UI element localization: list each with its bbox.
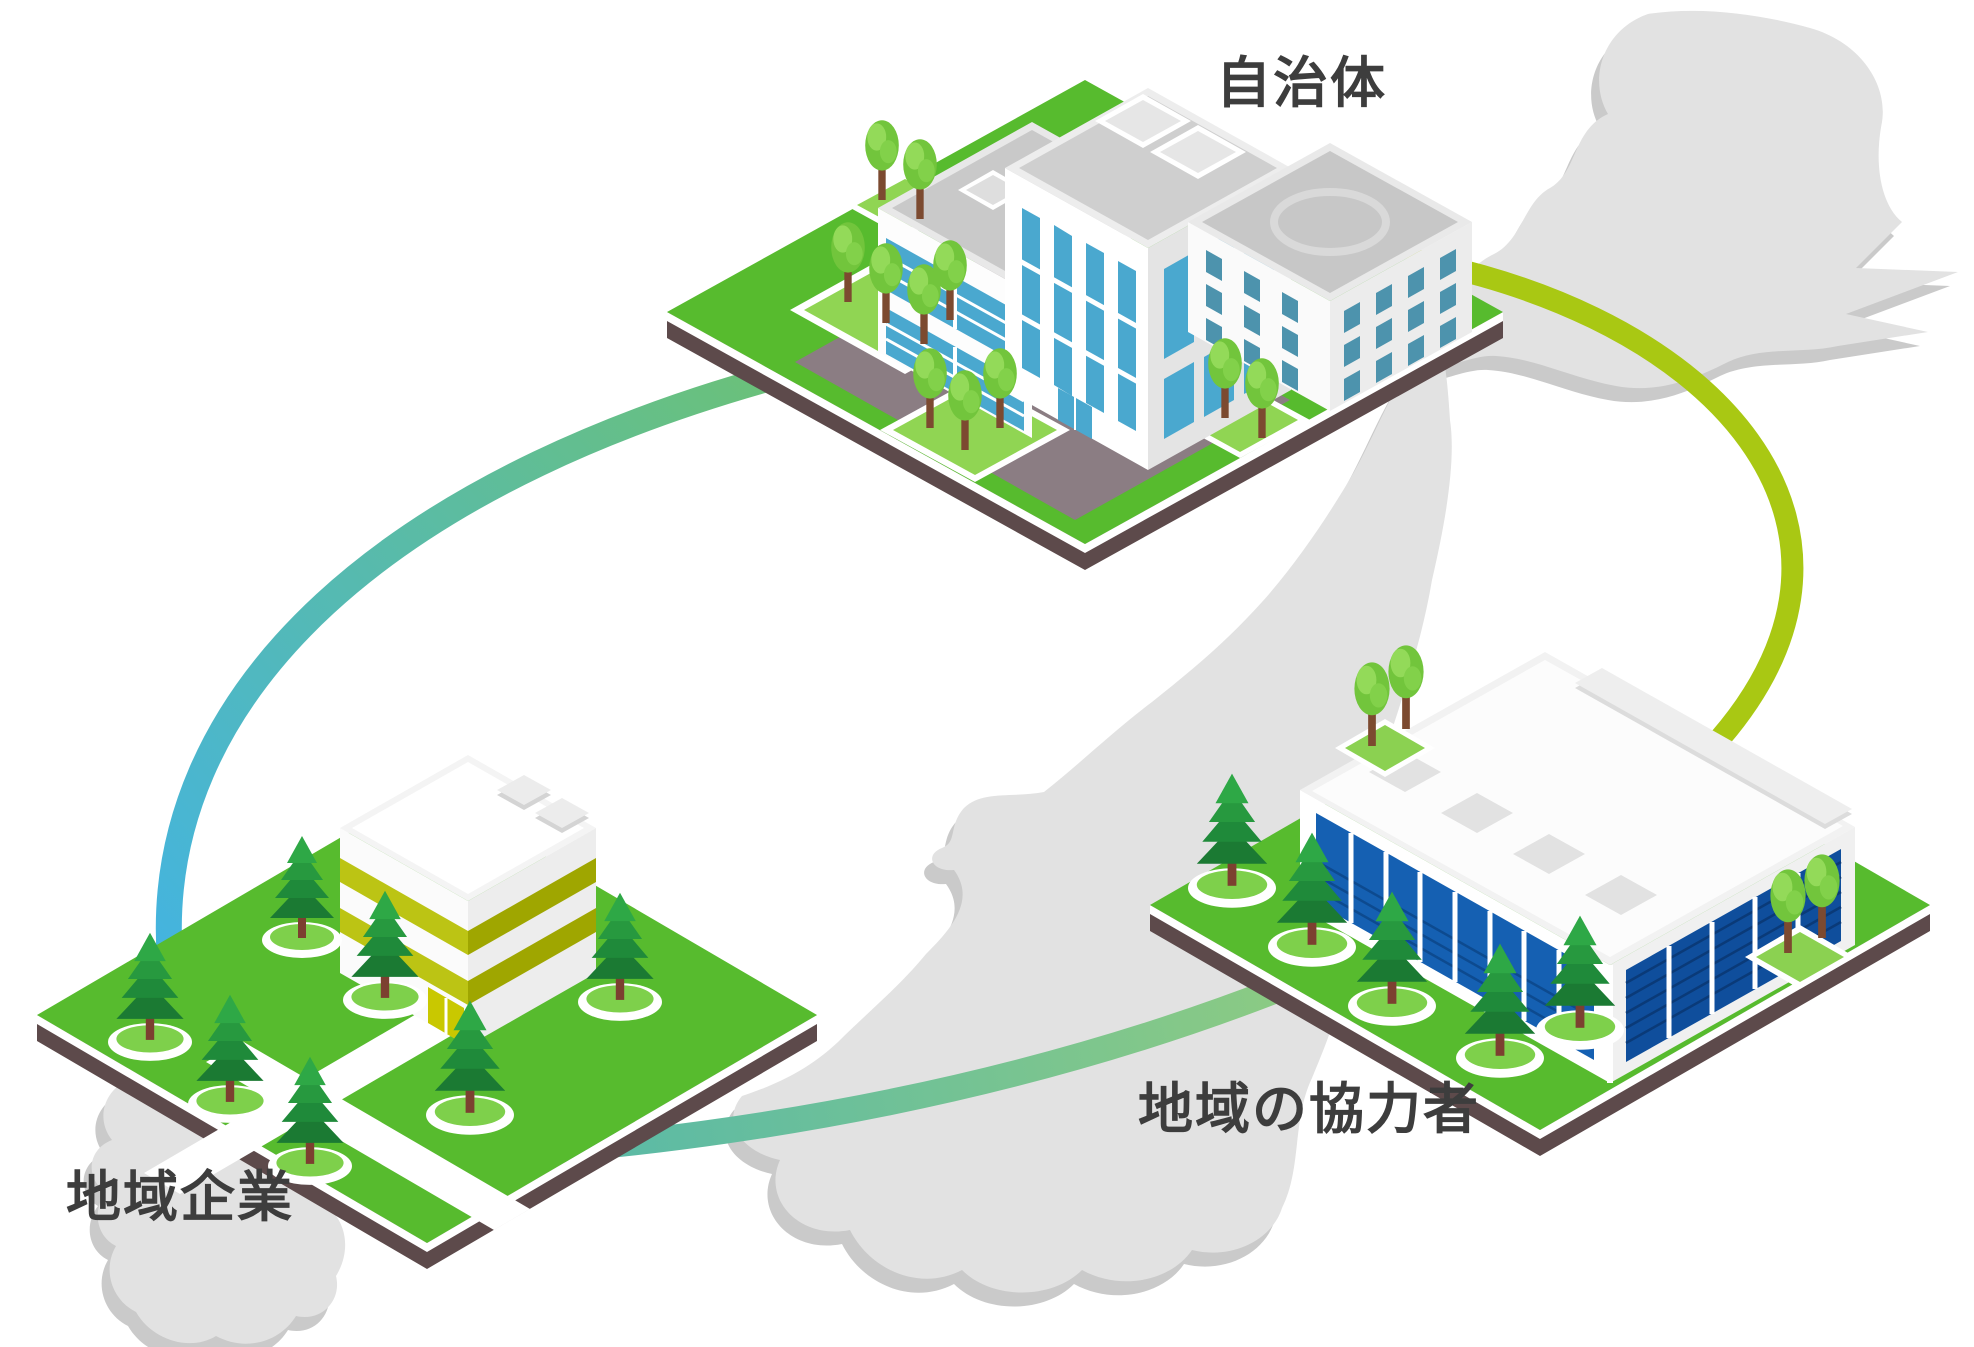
skylight	[1095, 94, 1191, 148]
building-supporters	[1300, 652, 1855, 1083]
platform-company	[37, 755, 817, 1269]
entrance-door	[1058, 388, 1092, 439]
roof-strip	[1575, 668, 1852, 829]
right-wing	[1188, 143, 1472, 411]
roof-vent	[535, 798, 589, 833]
label-local-company: 地域企業	[66, 1165, 295, 1229]
connection-arcs	[155, 239, 1804, 1163]
platform-municipality	[667, 80, 1503, 570]
building-company	[340, 755, 596, 1046]
front-window-strips	[1022, 208, 1136, 431]
honshu-island	[733, 336, 1452, 1293]
building-municipality	[878, 88, 1472, 470]
planter	[1745, 925, 1855, 989]
planter	[1335, 719, 1435, 777]
arc-municipality-to-supporters	[1341, 239, 1804, 781]
label-local-supporters: 地域の協力者	[1138, 1077, 1481, 1141]
japan-map	[83, 10, 1958, 1347]
side-window-grid	[1344, 249, 1456, 401]
arc-company-to-supporters	[547, 949, 1358, 1163]
label-municipality: 自治体	[1216, 51, 1388, 115]
roof-circle	[1270, 188, 1390, 256]
roof-skylights	[1369, 752, 1657, 915]
platform-supporters	[1150, 645, 1930, 1156]
roof-vent	[497, 775, 551, 810]
skylight	[1150, 125, 1246, 179]
arc-company-to-municipality	[155, 347, 853, 973]
